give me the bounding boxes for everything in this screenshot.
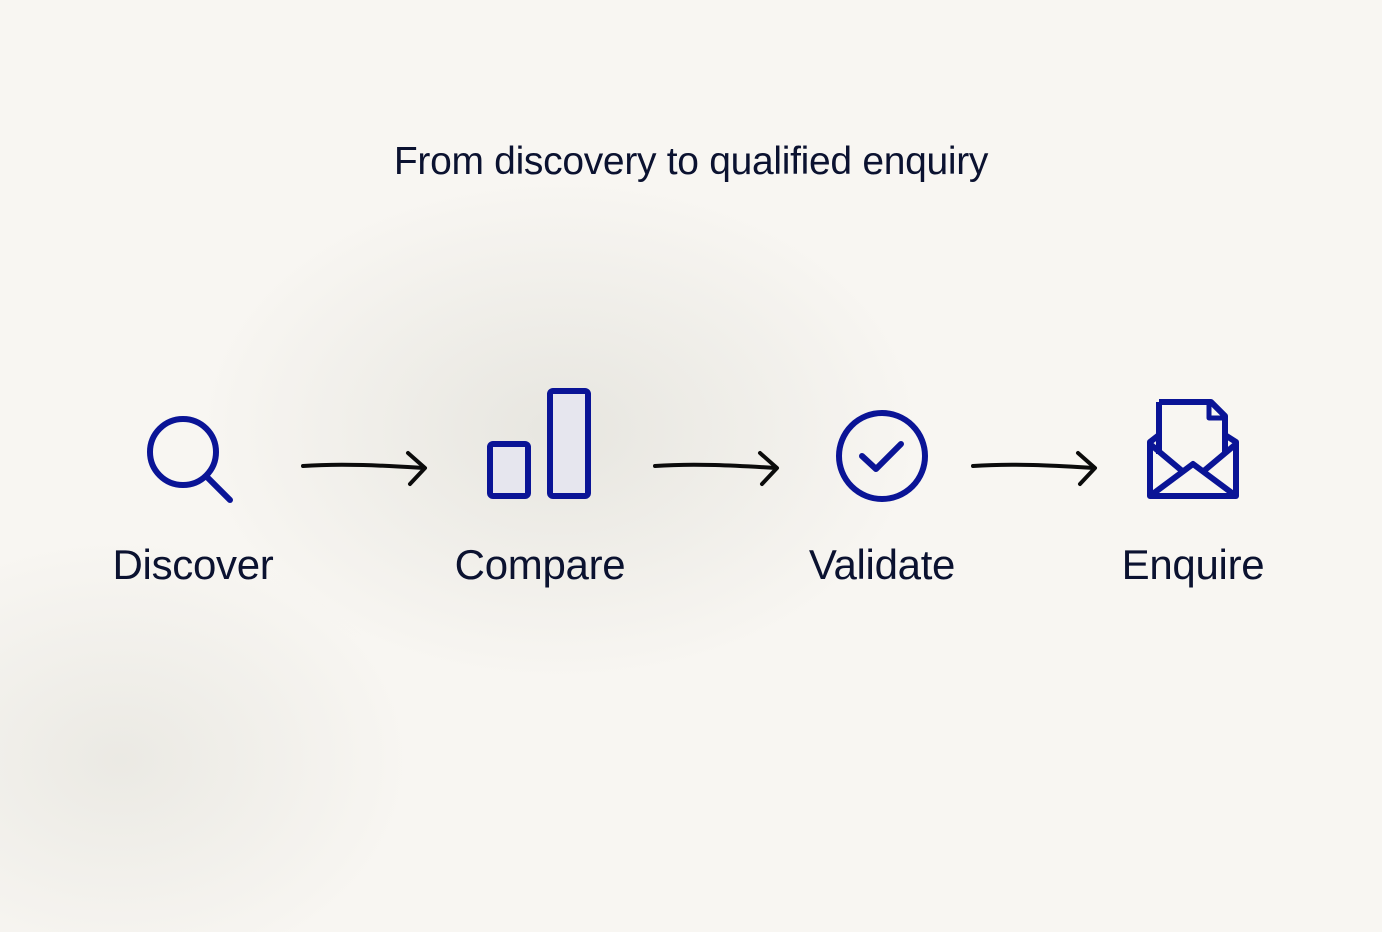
envelope-letter-icon <box>1063 380 1323 510</box>
step-discover: Discover <box>63 380 323 600</box>
step-validate: Validate <box>752 380 1012 600</box>
arrow-right-icon <box>301 451 427 486</box>
step-label-validate: Validate <box>808 541 956 588</box>
search-icon <box>63 380 323 510</box>
step-label-enquire: Enquire <box>1121 541 1265 588</box>
step-label-discover: Discover <box>112 541 274 588</box>
step-label-compare: Compare <box>454 541 626 588</box>
check-circle-icon <box>752 380 1012 510</box>
arrow-right-icon <box>971 451 1097 486</box>
step-enquire: Enquire <box>1063 380 1323 600</box>
page-title: From discovery to qualified enquiry <box>393 140 989 183</box>
step-compare: Compare <box>410 380 670 600</box>
arrow-right-icon <box>653 451 779 486</box>
bar-chart-icon <box>410 380 670 510</box>
